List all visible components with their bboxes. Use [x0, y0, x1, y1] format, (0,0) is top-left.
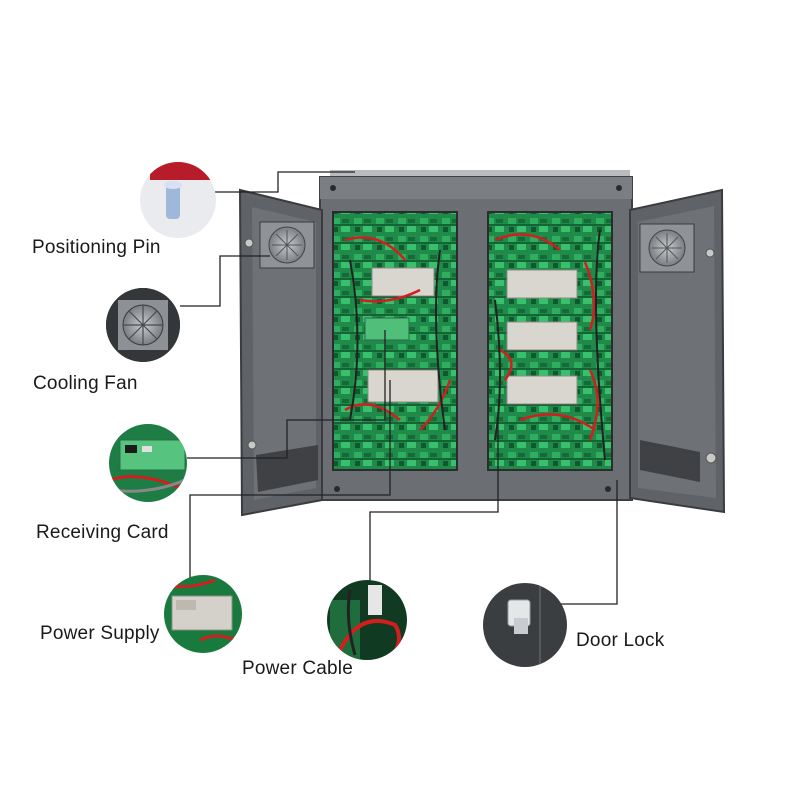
cooling-fan-label: Cooling Fan [33, 373, 138, 394]
positioning-pin-label: Positioning Pin [32, 237, 161, 258]
led-module-panel-right [487, 211, 613, 471]
cooling-fan-thumbnail [106, 288, 180, 362]
power-supply-unit [506, 321, 578, 351]
door-lock-label: Door Lock [576, 630, 665, 651]
cabinet-door-left [238, 188, 323, 517]
receiving-card-label: Receiving Card [36, 522, 169, 543]
callout-line-receiving-card [187, 330, 386, 459]
led-module-panel-left [332, 211, 458, 471]
callout-line-positioning-pin [215, 171, 355, 193]
positioning-pin-thumbnail [140, 162, 216, 238]
power-supply-label: Power Supply [40, 623, 160, 644]
power-supply-thumbnail [164, 575, 242, 653]
receiving-card-board [364, 317, 410, 341]
power-cable-thumbnail [327, 580, 407, 660]
power-supply-unit [506, 375, 578, 405]
callout-line-power-supply [189, 380, 391, 578]
power-supply-unit [506, 269, 578, 299]
callout-line-cooling-fan [180, 255, 270, 307]
receiving-card-thumbnail [109, 424, 187, 502]
power-supply-unit [367, 369, 439, 403]
door-lock-handle [705, 452, 717, 464]
cabinet-door-right [629, 188, 726, 514]
cabinet-top-rail [330, 170, 630, 178]
callout-line-power-cable [369, 420, 499, 582]
cabinet [238, 170, 726, 517]
door-latch [247, 440, 257, 450]
power-supply-unit [371, 267, 435, 297]
power-cable-label: Power Cable [242, 658, 353, 679]
door-lock-thumbnail [483, 583, 567, 667]
